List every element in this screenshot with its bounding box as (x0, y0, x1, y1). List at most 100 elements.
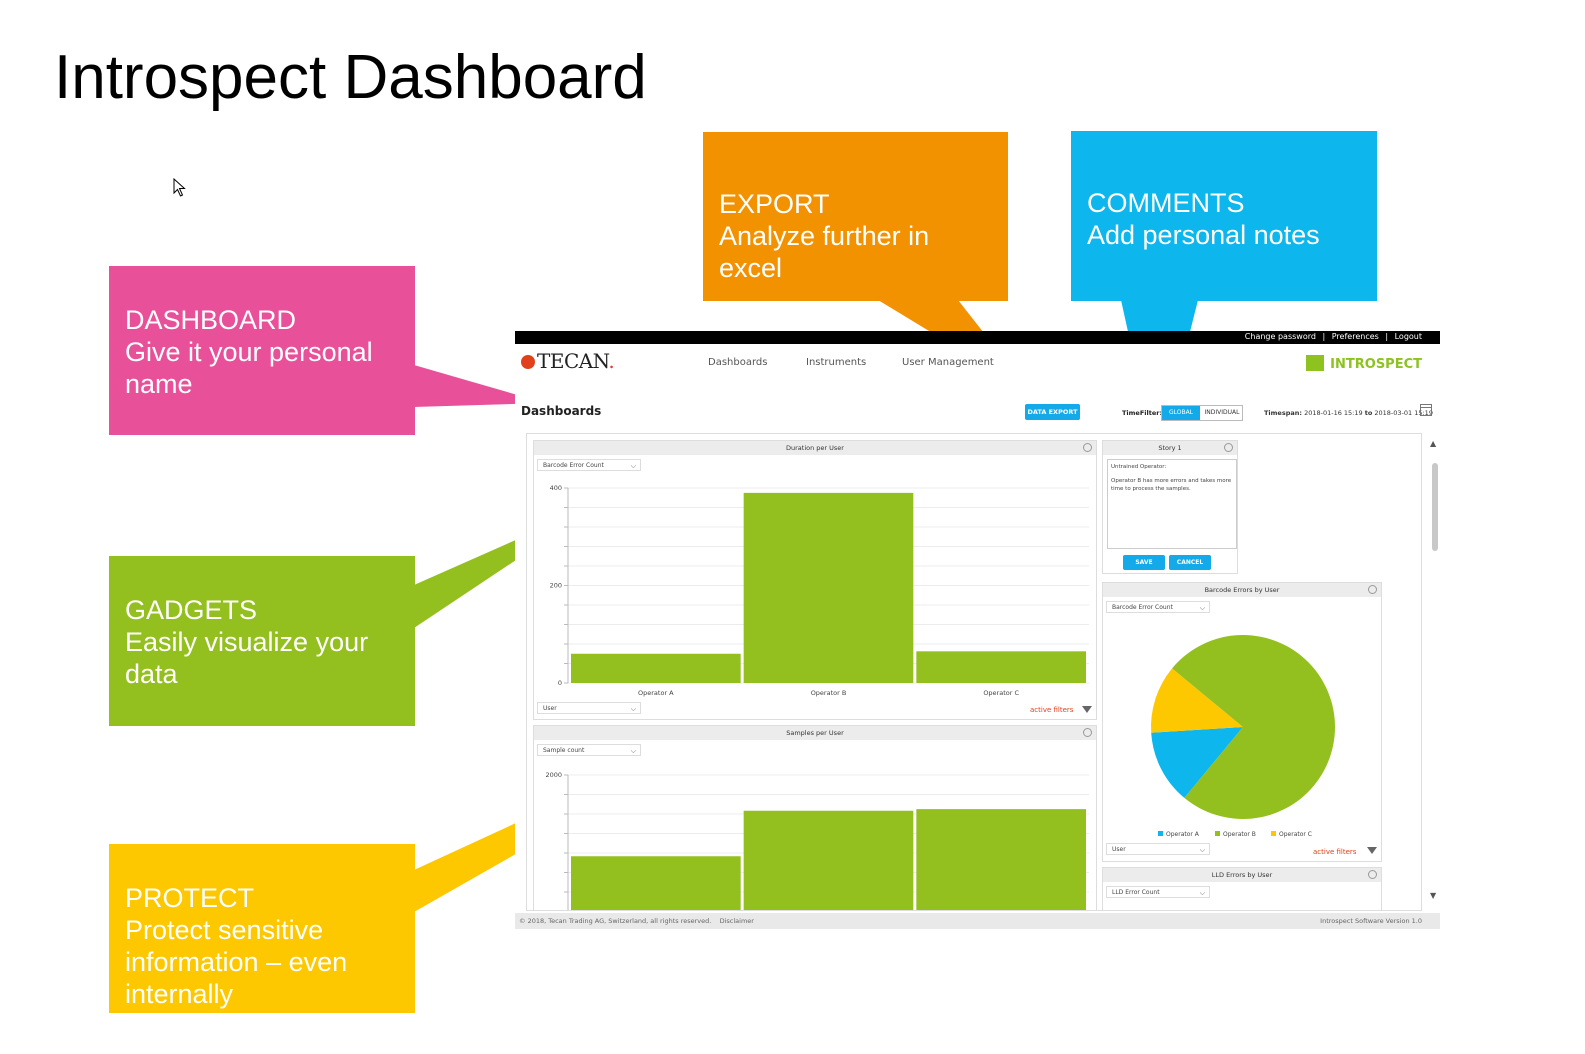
scrollbar[interactable]: ▲ ▼ (1429, 439, 1439, 901)
panel-samples-per-user: Samples per User Sample count ⌵ 10002000 (533, 725, 1097, 910)
panel-title: Barcode Errors by User (1103, 583, 1381, 597)
filter-icon[interactable] (1082, 706, 1092, 713)
panel-duration-per-user: Duration per User Barcode Error Count ⌵ … (533, 440, 1097, 720)
timefilter-label: TimeFilter: (1122, 409, 1163, 417)
tecan-logo[interactable]: TECAN. (521, 349, 615, 373)
toggle-individual[interactable]: INDIVIDUAL (1204, 409, 1240, 416)
metric-dropdown[interactable]: Barcode Error Count ⌵ (1106, 601, 1210, 613)
calendar-icon[interactable] (1420, 404, 1432, 416)
metric-dropdown-value: Barcode Error Count (543, 462, 604, 469)
logout-link[interactable]: Logout (1394, 332, 1422, 341)
callout-comments: COMMENTS Add personal notes (1071, 131, 1377, 301)
brand-text: INTROSPECT (1330, 357, 1422, 372)
pie-slice (1151, 727, 1243, 798)
panel-lld-errors: LLD Errors by User LLD Error Count ⌵ (1102, 867, 1382, 910)
scroll-down-icon[interactable]: ▼ (1430, 891, 1437, 900)
gear-icon[interactable] (1224, 443, 1233, 452)
dashboard-name[interactable]: Dashboards (521, 404, 602, 418)
panel-title: Story 1 (1103, 441, 1237, 455)
y-tick-label: 2000 (545, 771, 562, 779)
y-tick-label: 200 (550, 582, 562, 590)
chevron-down-icon: ⌵ (630, 705, 636, 713)
callout-comments-title: COMMENTS (1087, 188, 1245, 218)
gear-icon[interactable] (1083, 728, 1092, 737)
bar (743, 492, 914, 683)
timespan: Timespan: 2018-01-16 15:19 to 2018-03-01… (1264, 409, 1433, 417)
cancel-button[interactable]: CANCEL (1169, 555, 1211, 570)
callout-dashboard-title: DASHBOARD (125, 305, 297, 335)
nav-user-management[interactable]: User Management (902, 357, 994, 368)
x-tick-label: Operator C (983, 689, 1019, 697)
bar (571, 653, 741, 683)
logo-period: . (608, 349, 615, 373)
nav-dashboards[interactable]: Dashboards (708, 357, 768, 368)
panel-barcode-errors: Barcode Errors by User Barcode Error Cou… (1102, 582, 1382, 862)
bar (571, 856, 741, 910)
footer: © 2018, Tecan Trading AG, Switzerland, a… (515, 913, 1440, 929)
filter-icon[interactable] (1367, 847, 1377, 854)
y-tick-label: 0 (558, 679, 562, 687)
legend-swatch (1271, 831, 1276, 836)
callout-dashboard-body: Give it your personal name (125, 337, 373, 399)
callout-protect: PROTECT Protect sensitive information – … (109, 844, 415, 1013)
timespan-to[interactable]: 2018-03-01 15:19 (1374, 409, 1433, 417)
callout-export: EXPORT Analyze further in excel (703, 132, 1008, 301)
scroll-up-icon[interactable]: ▲ (1430, 439, 1437, 448)
panel-story: Story 1 Untrained Operator: Operator B h… (1102, 440, 1238, 574)
metric-dropdown-value: Barcode Error Count (1112, 604, 1173, 611)
legend-label: Operator A (1166, 831, 1200, 838)
nav-instruments[interactable]: Instruments (806, 357, 867, 368)
gear-icon[interactable] (1083, 443, 1092, 452)
tecan-dot-icon (521, 355, 535, 369)
x-tick-label: Operator A (638, 689, 674, 697)
chevron-down-icon: ⌵ (630, 747, 636, 755)
disclaimer-link[interactable]: Disclaimer (719, 917, 754, 925)
story-heading: Untrained Operator: (1111, 464, 1167, 470)
panel-title: Duration per User (534, 441, 1096, 455)
active-filters-link[interactable]: active filters (1030, 706, 1074, 714)
link-separator: | (1385, 332, 1389, 341)
link-separator: | (1322, 332, 1326, 341)
logo-text: TECAN (537, 349, 609, 373)
introspect-logo-icon (1306, 355, 1325, 371)
chevron-down-icon: ⌵ (1199, 604, 1205, 612)
toggle-global[interactable]: GLOBAL (1162, 406, 1200, 420)
gear-icon[interactable] (1368, 585, 1377, 594)
top-bar: Change password | Preferences | Logout (515, 331, 1440, 344)
timefilter-toggle: GLOBAL INDIVIDUAL (1161, 405, 1243, 421)
callout-gadgets-body: Easily visualize your data (125, 627, 369, 689)
chevron-down-icon: ⌵ (1199, 889, 1205, 897)
legend-swatch (1215, 831, 1220, 836)
story-body: Operator B has more errors and takes mor… (1111, 478, 1232, 492)
active-filters-link[interactable]: active filters (1313, 848, 1357, 856)
preferences-link[interactable]: Preferences (1331, 332, 1379, 341)
gear-icon[interactable] (1368, 870, 1377, 879)
callout-export-title: EXPORT (719, 189, 830, 219)
change-password-link[interactable]: Change password (1244, 332, 1316, 341)
group-dropdown-value: User (1112, 846, 1126, 853)
group-dropdown[interactable]: User ⌵ (537, 702, 641, 714)
bar (916, 809, 1086, 910)
panel-title: LLD Errors by User (1103, 868, 1381, 882)
metric-dropdown[interactable]: Sample count ⌵ (537, 744, 641, 756)
timespan-from[interactable]: 2018-01-16 15:19 (1304, 409, 1363, 417)
callout-protect-body: Protect sensitive information – even int… (125, 915, 348, 1009)
data-export-button[interactable]: DATA EXPORT (1025, 404, 1080, 420)
samples-bar-chart: 10002000 (545, 771, 1089, 910)
scroll-thumb[interactable] (1432, 463, 1438, 551)
metric-dropdown[interactable]: LLD Error Count ⌵ (1106, 886, 1210, 898)
chevron-down-icon: ⌵ (630, 462, 636, 470)
metric-dropdown-value: LLD Error Count (1112, 889, 1160, 896)
group-dropdown[interactable]: User ⌵ (1106, 843, 1210, 855)
metric-dropdown[interactable]: Barcode Error Count ⌵ (537, 459, 641, 471)
copyright-text: © 2018, Tecan Trading AG, Switzerland, a… (519, 917, 712, 925)
legend-label: Operator B (1223, 831, 1256, 838)
dashboard-workspace: Duration per User Barcode Error Count ⌵ … (526, 433, 1422, 911)
introspect-brand: INTROSPECT (1306, 355, 1422, 372)
save-button[interactable]: SAVE (1123, 555, 1165, 570)
panel-title: Samples per User (534, 726, 1096, 740)
slide-title: Introspect Dashboard (54, 43, 647, 112)
story-textarea[interactable]: Untrained Operator: Operator B has more … (1107, 459, 1237, 549)
bar (743, 810, 914, 910)
